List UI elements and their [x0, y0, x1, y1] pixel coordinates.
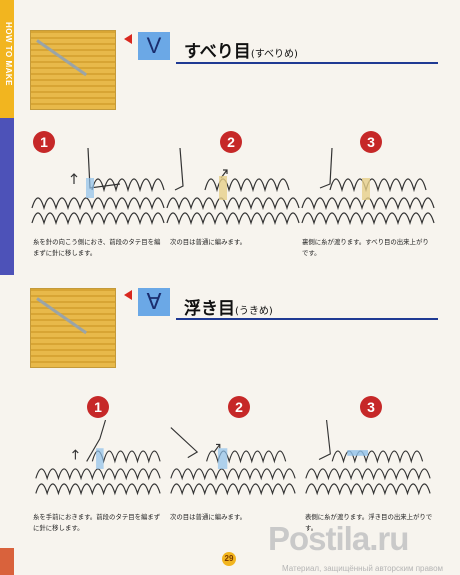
step-diagram: [35, 420, 161, 496]
step-caption: 糸を手前におきます。前段のタテ目を編まずに針に移します。: [33, 513, 161, 532]
title-reading: (すべりめ): [250, 49, 298, 60]
step-diagram: [166, 148, 300, 226]
step-number: 3: [360, 131, 382, 153]
step-caption: 表側に糸が渡ります。浮き目の出来上がりです。: [305, 513, 433, 532]
title-text: 浮き目: [184, 299, 235, 319]
pointer-triangle-icon: [124, 290, 132, 300]
swatch-photo: [30, 288, 116, 368]
section-title: 浮き目(うきめ): [184, 294, 273, 319]
step-number: 2: [228, 396, 250, 418]
stitch-symbol: ∀: [138, 288, 170, 316]
watermark-logo: Postila.ru: [268, 520, 409, 557]
corner-accent: [0, 548, 14, 575]
step-caption: 次の目は普通に編みます。: [170, 238, 247, 246]
step-number: 1: [33, 131, 55, 153]
step-number: 3: [360, 396, 382, 418]
page-number: 29: [222, 552, 236, 566]
hook-icon: [36, 297, 88, 335]
step-caption: 糸を針の向こう側におき、前段のタテ目を編まずに針に移します。: [33, 238, 161, 257]
pointer-triangle-icon: [124, 34, 132, 44]
step-diagram: [305, 420, 431, 496]
watermark: Postila.ru Материал, защищённый авторски…: [268, 520, 443, 573]
swatch-photo: [30, 30, 116, 110]
sidebar-blue-bar: [0, 118, 14, 275]
section-title: すべり目(すべりめ): [184, 37, 298, 62]
watermark-subtitle: Материал, защищённый авторским правом: [282, 564, 444, 573]
sidebar-label: HOW TO MAKE: [4, 22, 13, 87]
title-rule: [176, 318, 438, 320]
step-diagram: [31, 148, 165, 226]
step-caption: 次の目は普通に編みます。: [170, 513, 247, 521]
step-number: 2: [220, 131, 242, 153]
hook-icon: [36, 39, 88, 77]
step-diagram: [170, 427, 296, 496]
step-number: 1: [87, 396, 109, 418]
title-text: すべり目: [184, 42, 251, 62]
step-caption: 裏側に糸が渡ります。すべり目の出来上がりです。: [302, 238, 429, 257]
stitch-symbol: V: [138, 32, 170, 60]
step-diagram: [301, 148, 435, 226]
sidebar-yellow-bar: [0, 0, 14, 118]
title-rule: [176, 62, 438, 64]
title-reading: (うきめ): [235, 306, 273, 317]
